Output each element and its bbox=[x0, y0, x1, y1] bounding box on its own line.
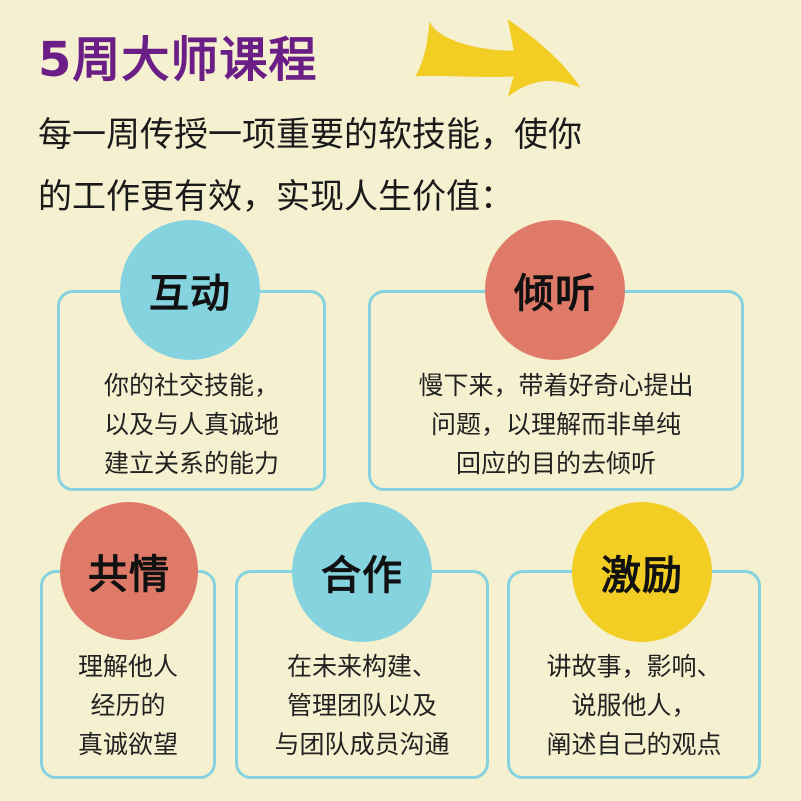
description-line: 说服他人， bbox=[571, 691, 697, 720]
description-line: 管理团队以及 bbox=[286, 691, 437, 720]
description-line: 真诚欲望 bbox=[77, 730, 178, 759]
skill-badge-interaction: 互动 bbox=[120, 220, 260, 360]
skill-badge-empathy: 共情 bbox=[60, 502, 198, 640]
description-line: 理解他人 bbox=[77, 652, 178, 681]
page-title: 5周大师课程 bbox=[38, 32, 318, 88]
skill-title: 激励 bbox=[601, 553, 683, 599]
skill-description-empathy: 理解他人 经历的 真诚欲望 bbox=[40, 647, 216, 764]
description-line: 慢下来，带着好奇心提出 bbox=[418, 371, 694, 400]
description-line: 阐述自己的观点 bbox=[546, 730, 722, 759]
intro-line-1: 每一周传授一项重要的软技能，使你 bbox=[38, 115, 582, 155]
skill-description-collaboration: 在未来构建、 管理团队以及 与团队成员沟通 bbox=[235, 647, 489, 764]
intro-text: 每一周传授一项重要的软技能，使你 的工作更有效，实现人生价值： bbox=[38, 104, 758, 228]
intro-line-2: 的工作更有效，实现人生价值： bbox=[38, 177, 514, 217]
skill-title: 共情 bbox=[88, 552, 170, 598]
description-line: 问题，以理解而非单纯 bbox=[430, 410, 681, 439]
description-line: 与团队成员沟通 bbox=[274, 730, 450, 759]
skill-badge-listening: 倾听 bbox=[485, 220, 625, 360]
skill-title: 倾听 bbox=[514, 271, 596, 317]
description-line: 讲故事，影响、 bbox=[546, 652, 722, 681]
description-line: 回应的目的去倾听 bbox=[455, 449, 656, 478]
description-line: 经历的 bbox=[90, 691, 166, 720]
skill-badge-collaboration: 合作 bbox=[292, 502, 432, 642]
skill-title: 互动 bbox=[149, 271, 231, 317]
skill-badge-motivation: 激励 bbox=[572, 502, 712, 642]
description-line: 你的社交技能， bbox=[103, 371, 279, 400]
arrow-right-icon bbox=[415, 19, 581, 97]
skill-title: 合作 bbox=[321, 553, 403, 599]
skill-description-interaction: 你的社交技能， 以及与人真诚地 建立关系的能力 bbox=[57, 366, 326, 483]
skill-description-motivation: 讲故事，影响、 说服他人， 阐述自己的观点 bbox=[507, 647, 761, 764]
description-line: 建立关系的能力 bbox=[103, 449, 279, 478]
description-line: 以及与人真诚地 bbox=[103, 410, 279, 439]
description-line: 在未来构建、 bbox=[286, 652, 437, 681]
skill-description-listening: 慢下来，带着好奇心提出 问题，以理解而非单纯 回应的目的去倾听 bbox=[368, 366, 744, 483]
